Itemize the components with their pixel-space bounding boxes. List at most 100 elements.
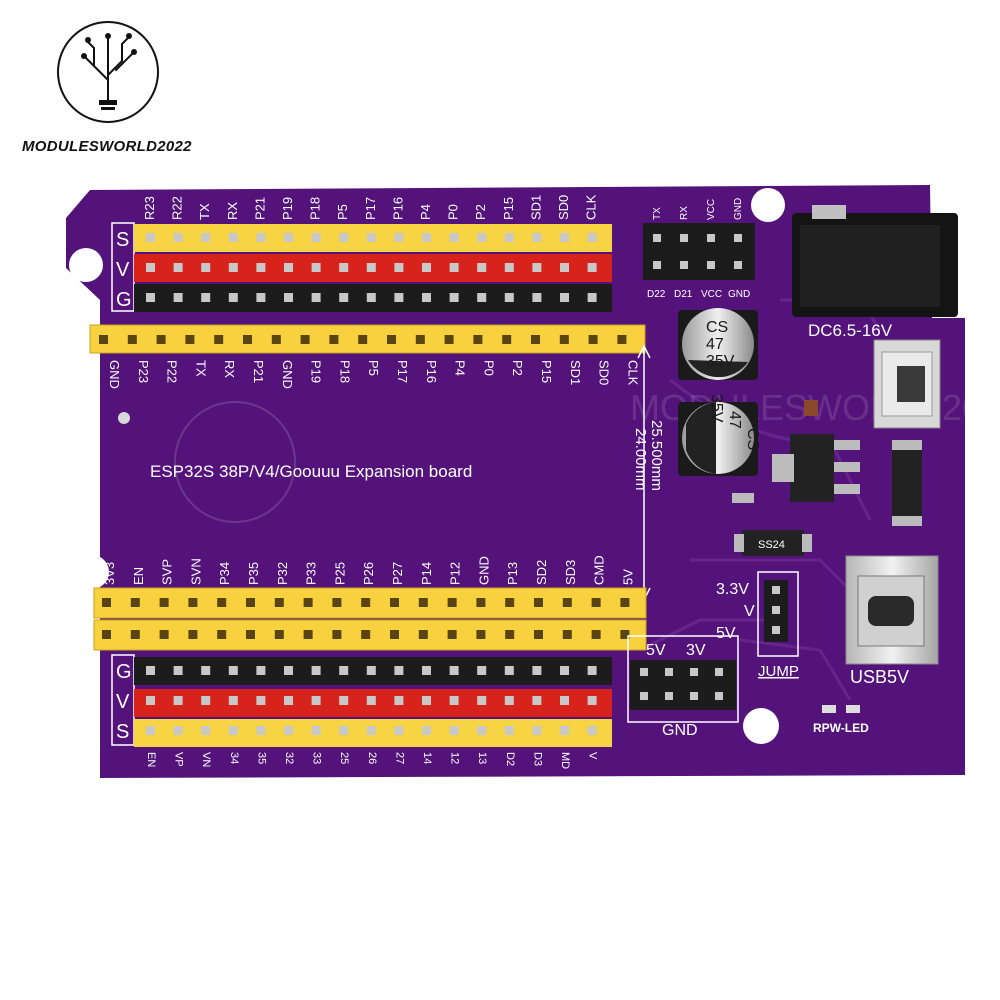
header-pin: [449, 293, 459, 302]
pin-label: P19: [309, 360, 324, 383]
header-pin: [532, 293, 542, 302]
header-pin: [690, 668, 698, 676]
header-pin: [477, 293, 487, 302]
pin-label: TX: [197, 203, 212, 220]
pin-label: TX: [193, 360, 208, 377]
header-pin: [366, 233, 376, 242]
header-socket: [188, 598, 198, 607]
header-socket: [620, 598, 630, 607]
header-pin: [532, 233, 542, 242]
header-socket: [562, 630, 572, 639]
header-pin: [449, 233, 459, 242]
header-pin: [284, 696, 293, 705]
header-socket: [620, 630, 630, 639]
header-pin: [146, 263, 155, 272]
jump-option-label: 5V: [716, 625, 736, 642]
header-pin: [477, 263, 487, 272]
female-header-top: [89, 324, 646, 354]
pin-label: CLK: [584, 194, 599, 220]
header-socket: [188, 630, 198, 639]
pin-label: P2: [473, 204, 488, 220]
header-pin: [256, 293, 266, 302]
header-socket: [531, 335, 540, 344]
capacitor-1: [678, 308, 758, 380]
header-socket: [99, 335, 108, 344]
pin-label: P35: [246, 562, 261, 585]
header-socket: [303, 598, 313, 607]
power-header: [630, 660, 736, 710]
header-pin: [504, 233, 514, 242]
header-socket: [358, 335, 368, 344]
header-pin: [449, 726, 459, 735]
header-pin: [146, 696, 155, 705]
capacitor-marking: 35V: [706, 353, 735, 370]
uart-header: [643, 223, 755, 280]
header-pin: [228, 293, 238, 302]
header-pin: [532, 726, 542, 735]
header-pin: [477, 696, 487, 705]
jump-option-label: 3.3V: [716, 581, 749, 598]
pin-label: V: [587, 752, 599, 760]
pin-label: 13: [476, 752, 488, 764]
header-3v-label: 3V: [686, 642, 706, 659]
header-socket: [476, 598, 486, 607]
header-socket: [361, 630, 371, 639]
header-pin: [715, 692, 723, 700]
header-socket: [217, 598, 227, 607]
header-pin: [504, 263, 514, 272]
header-socket: [102, 598, 111, 607]
header-pin: [311, 233, 321, 242]
micro-usb-port[interactable]: [873, 339, 941, 429]
header-pin: [587, 233, 597, 242]
header-pin: [339, 696, 349, 705]
header-pin: [366, 263, 376, 272]
header-pin: [394, 696, 404, 705]
header-socket: [159, 630, 169, 639]
voltage-regulator: [772, 434, 860, 502]
header-socket: [418, 598, 428, 607]
header-pin: [422, 696, 431, 705]
header-socket: [185, 335, 195, 344]
header-pin: [734, 261, 742, 269]
header-pin: [228, 263, 238, 272]
dc-jack: [792, 205, 958, 317]
header-pin: [477, 666, 487, 675]
header-pin: [284, 263, 293, 272]
row-letter: S: [116, 229, 129, 251]
header-pin: [256, 263, 266, 272]
mounting-hole: [69, 248, 103, 282]
pin-label: 27: [393, 752, 405, 764]
pin-label: P2: [510, 360, 525, 376]
header-pin: [394, 263, 404, 272]
header-pin: [366, 666, 376, 675]
pin-label: 14: [421, 752, 433, 764]
header-pin: [504, 666, 514, 675]
pin-label: P18: [337, 360, 352, 383]
uart-pin-label: D22: [647, 289, 666, 300]
usb-c-port[interactable]: [845, 555, 939, 665]
header-pin: [560, 233, 569, 242]
pin-label: RX: [225, 202, 240, 220]
header-socket: [534, 630, 543, 639]
jump-option-label: V: [744, 603, 755, 620]
header-socket: [387, 335, 396, 344]
pin-label: P0: [481, 360, 496, 376]
header-pin: [228, 696, 238, 705]
header-socket: [130, 598, 140, 607]
pin-label: P32: [275, 562, 290, 585]
header-pin: [173, 263, 183, 272]
header-pin: [311, 666, 321, 675]
header-pin: [173, 293, 183, 302]
jump-label: JUMP: [758, 663, 799, 680]
mounting-hole: [75, 555, 109, 589]
pin-label: P33: [304, 562, 319, 585]
header-pin: [173, 666, 183, 675]
header-socket: [591, 598, 601, 607]
header-pin: [173, 726, 183, 735]
header-socket: [476, 630, 486, 639]
header-pin: [587, 263, 597, 272]
header-pin: [146, 293, 155, 302]
header-pin: [477, 233, 487, 242]
header-socket: [534, 598, 543, 607]
pin-label: P27: [390, 562, 405, 585]
